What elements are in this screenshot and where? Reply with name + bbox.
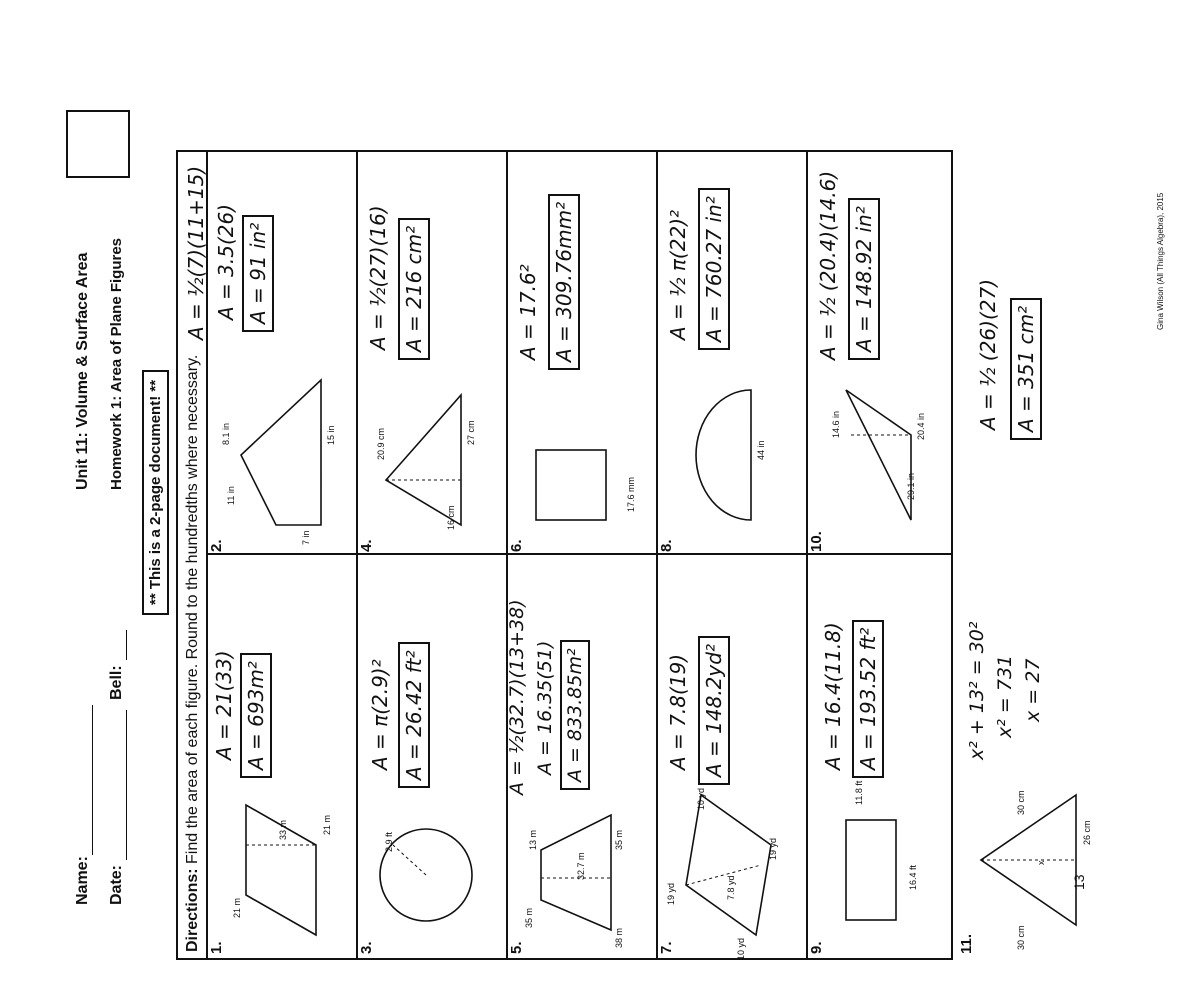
directions: Directions: Find the area of each figure… [184, 354, 201, 952]
problem-5-number: 5. [508, 941, 525, 954]
problem-2-answer: A = 91 in² [242, 214, 274, 332]
unit-title: Unit 11: Volume & Surface Area [74, 252, 91, 490]
problem-8-work-1: A = ½ π(22)² [666, 209, 690, 340]
problem-10-triangle [845, 389, 912, 521]
date-label: Date: [108, 864, 125, 905]
problem-1-parallelogram [245, 803, 317, 937]
problem-2-work-2: A = 3.5(26) [214, 203, 238, 320]
problem-11-work-3: x = 27 [1022, 658, 1044, 722]
problem-2-number: 2. [208, 539, 225, 552]
problem-4-triangle [384, 392, 462, 527]
problem-9-rectangle [845, 819, 897, 921]
problem-6-square [535, 449, 607, 521]
bell-line [126, 630, 127, 660]
problem-11-number: 11. [958, 933, 975, 954]
name-line [92, 705, 93, 855]
problem-3-work-1: A = π(2.9)² [368, 659, 392, 770]
problem-11-isosceles-triangle [979, 793, 1077, 927]
homework-title: Homework 1: Area of Plane Figures [108, 237, 125, 490]
date-line [126, 710, 127, 860]
problem-11-work-4: A = ½ (26)(27) [976, 278, 1000, 430]
problem-7-work-1: A = 7.8(19) [666, 653, 690, 770]
score-box [66, 110, 130, 178]
problem-1-answer: A = 693m² [240, 653, 272, 778]
problem-8-number: 8. [658, 539, 675, 552]
name-label: Name: [74, 856, 91, 905]
problem-3-circle [379, 828, 473, 922]
problem-10-number: 10. [808, 531, 825, 552]
problem-8-answer: A = 760.27 in² [698, 188, 730, 350]
problem-1-work-1: A = 21(33) [212, 650, 236, 760]
problem-4-number: 4. [358, 539, 375, 552]
problem-9-answer: A = 193.52 ft² [852, 619, 884, 778]
problem-10-work-1: A = ½ (20.4)(14.6) [816, 170, 840, 360]
problem-11-answer: A = 351 cm² [1010, 297, 1042, 440]
bell-label: Bell: [108, 665, 125, 700]
problem-7-answer: A = 148.2yd² [698, 636, 730, 785]
problem-2-trapezoid [240, 378, 322, 526]
problem-10-answer: A = 148.92 in² [848, 198, 880, 360]
problem-5-work-1: A = ½(32.7)(13+38) [506, 599, 528, 795]
copyright-footer: Gina Wilson (All Things Algebra), 2015 [1156, 192, 1165, 330]
problem-3-number: 3. [358, 941, 375, 954]
problem-5-work-2: A = 16.35(51) [534, 640, 556, 775]
problem-6-work-1: A = 17.6² [516, 264, 540, 360]
problem-11-work-1: x² + 13² = 30² [966, 621, 988, 760]
problem-5-answer: A = 833.85m² [560, 640, 590, 790]
problem-9-work-1: A = 16.4(11.8) [821, 622, 845, 770]
problem-5-trapezoid [540, 813, 612, 932]
problem-11-work-2: x² = 731 [994, 654, 1016, 738]
problem-7-number: 7. [658, 941, 675, 954]
problem-4-work-1: A = ½(27)(16) [366, 205, 390, 350]
worksheet-page: Name: Date: Bell: Unit 11: Volume & Surf… [66, 73, 1200, 1000]
problem-6-answer: A = 309.76mm² [548, 193, 580, 370]
problem-8-semicircle [695, 389, 752, 521]
problem-6-number: 6. [508, 539, 525, 552]
problem-4-answer: A = 216 cm² [398, 217, 430, 360]
problem-7-parallelogram [685, 793, 772, 937]
problem-1-number: 1. [208, 941, 225, 954]
problem-2-work-1: A = ½(7)(11+15) [184, 165, 208, 340]
problem-3-answer: A = 26.42 ft² [398, 642, 430, 788]
problem-9-number: 9. [808, 941, 825, 954]
two-page-notice: ** This is a 2-page document! ** [142, 369, 169, 615]
